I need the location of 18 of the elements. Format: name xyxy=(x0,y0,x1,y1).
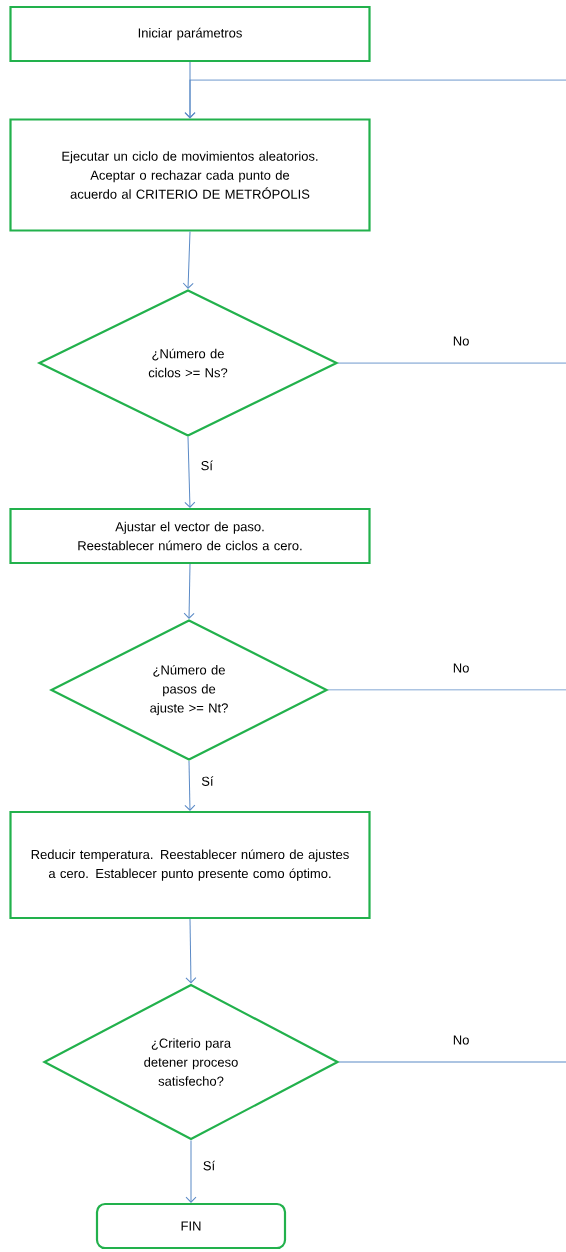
arrow xyxy=(184,436,196,508)
process-box: Ajustar el vector de paso. Reestablecer número de ciclos a cero. xyxy=(9,507,371,565)
edge-label: Sí xyxy=(199,459,214,472)
arrow xyxy=(184,760,196,811)
edge-label: No xyxy=(451,335,471,347)
arrow xyxy=(185,918,197,984)
edge-label: Sí xyxy=(200,775,215,787)
arrow xyxy=(183,563,195,619)
arrow xyxy=(185,1140,197,1203)
arrow xyxy=(182,231,194,289)
process-box: Ejecutar un ciclo de movimientos aleatorios. Aceptar o rechazar cada punto de acuerdo al CRITERIO DE METRÓPOLIS xyxy=(9,118,371,232)
terminal-box: FIN xyxy=(95,1202,287,1250)
process-box: Reducir temperatura. Reestablecer número de ajustes a cero. Establecer punto presente como óptimo. xyxy=(9,810,371,920)
edge-label: Sí xyxy=(201,1159,217,1172)
edge-label: No xyxy=(451,662,471,674)
arrow xyxy=(184,79,566,119)
process-box: Iniciar parámetros xyxy=(9,5,371,63)
edge-label: No xyxy=(451,1034,471,1046)
